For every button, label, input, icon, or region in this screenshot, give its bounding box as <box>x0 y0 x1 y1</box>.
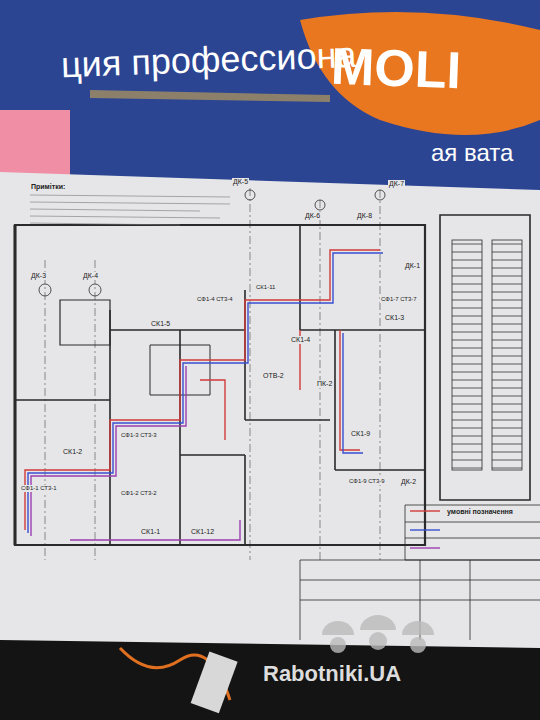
plan-label: СК1-2 <box>62 448 83 456</box>
plan-label: ДК-1 <box>404 262 421 270</box>
insulation-bag <box>0 0 540 200</box>
plan-label: умовні позначення <box>446 508 514 516</box>
plan-label: СК1-5 <box>150 320 171 328</box>
plan-label: ДК-4 <box>82 272 99 280</box>
plan-label: СК1-4 <box>290 336 311 344</box>
watermark: Rabotniki.UA <box>262 662 402 686</box>
plan-label: ДК-5 <box>232 178 249 186</box>
bag-print: ция профессиона <box>59 35 358 85</box>
pipe-routes <box>25 250 440 548</box>
logo-band <box>300 12 540 135</box>
plan-label: СФ1-3 СТ3-3 <box>120 432 158 439</box>
plan-label: СФ1-2 СТ3-2 <box>120 490 158 497</box>
plan-label: ДК-7 <box>388 180 405 188</box>
plan-label: ДК-6 <box>304 212 321 220</box>
plan-label: СФ1-9 СТ3-9 <box>348 478 386 485</box>
plan-label: СК1-12 <box>190 528 215 536</box>
plan-label: Примітки: <box>30 183 66 191</box>
watermark-helmets <box>322 615 434 653</box>
plan-label: ОТВ-2 <box>262 372 285 380</box>
floor-plan <box>15 188 540 640</box>
plan-label: ПК-2 <box>316 380 333 388</box>
plan-label: СК1-3 <box>384 314 405 322</box>
paper-sheet <box>0 172 540 648</box>
plan-label: ДК-2 <box>400 478 417 486</box>
plan-label: СФ1-4 СТ3-4 <box>196 296 234 303</box>
plan-label: ДК-3 <box>30 272 47 280</box>
bag-print: MOLI <box>329 38 463 100</box>
tape-strip <box>90 90 330 102</box>
plan-label: СК1-11 <box>255 284 276 291</box>
power-strip <box>191 651 238 713</box>
plan-label: ДК-8 <box>356 212 373 220</box>
bag-print: ая вата <box>430 140 514 166</box>
plan-label: СФ1-7 СТ3-7 <box>380 296 418 303</box>
plan-label: СК1-1 <box>140 528 161 536</box>
plan-label: СФ1-1 СТ3-1 <box>20 485 58 492</box>
plan-label: СК1-9 <box>350 430 371 438</box>
